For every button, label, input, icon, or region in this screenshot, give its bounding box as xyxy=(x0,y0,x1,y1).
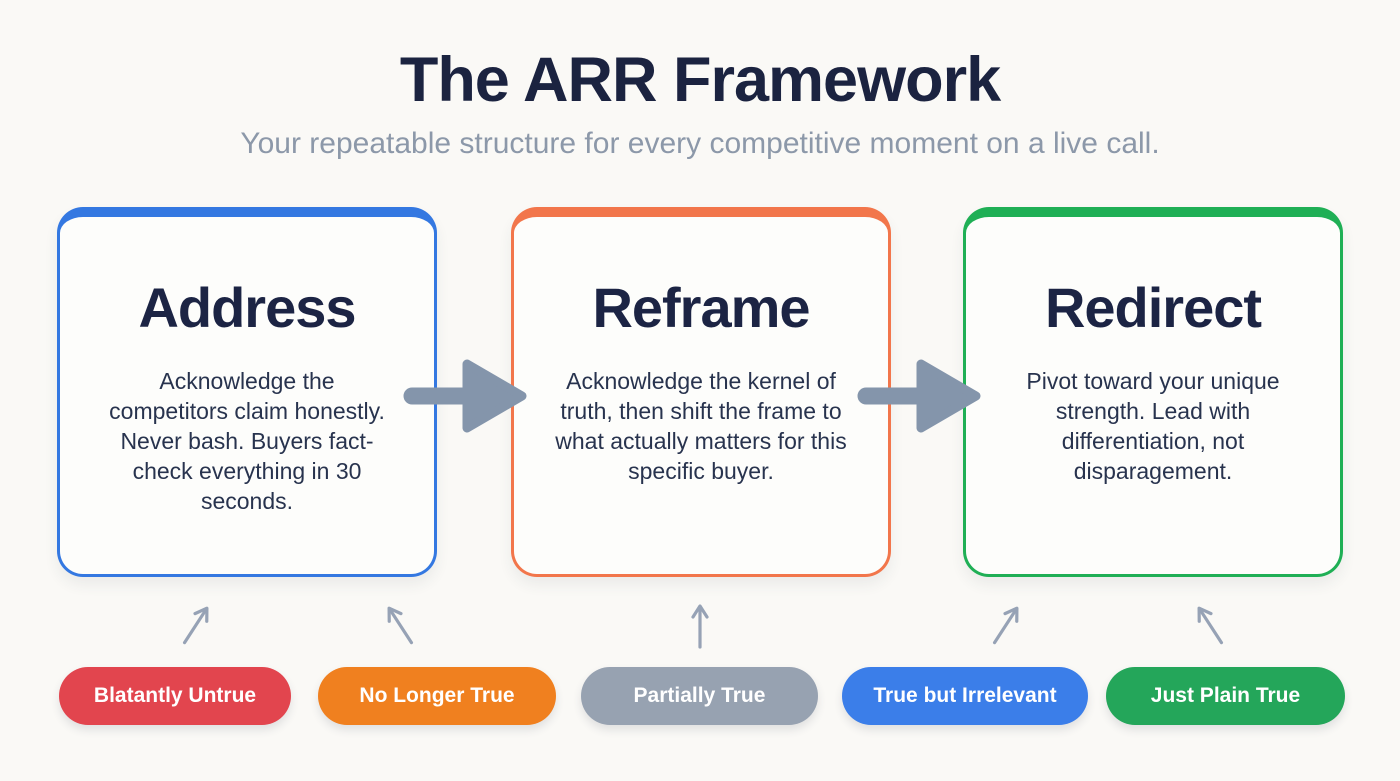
step-title: Reframe xyxy=(592,276,810,339)
step-title: Address xyxy=(138,276,356,339)
page-subtitle: Your repeatable structure for every comp… xyxy=(240,127,1160,160)
claim-label-text: No Longer True xyxy=(359,684,515,707)
claim-label-text: True but Irrelevant xyxy=(873,684,1057,707)
step-card-address: Address Acknowledge the competitors clai… xyxy=(57,207,437,577)
up-right-arrow-icon xyxy=(182,606,209,645)
step-title: Redirect xyxy=(1044,276,1262,339)
right-arrow-icon xyxy=(857,359,981,433)
claim-label-partially-true: Partially True xyxy=(581,667,818,725)
claim-label-blatantly-untrue: Blatantly Untrue xyxy=(59,667,291,725)
up-right-arrow-icon xyxy=(992,606,1019,645)
up-left-arrow-icon xyxy=(1197,606,1224,645)
step-description: Pivot toward your unique strength. Lead … xyxy=(1026,368,1280,484)
right-arrow-icon xyxy=(403,359,527,433)
step-description: Acknowledge the kernel of truth, then sh… xyxy=(555,368,847,484)
page-title: The ARR Framework xyxy=(399,45,1001,115)
claim-label-text: Blatantly Untrue xyxy=(93,684,257,707)
up-arrow-icon xyxy=(691,604,709,649)
claim-label-just-plain-true: Just Plain True xyxy=(1106,667,1345,725)
claim-label-text: Partially True xyxy=(633,684,766,707)
step-description: Acknowledge the competitors claim honest… xyxy=(109,368,385,514)
claim-label-text: Just Plain True xyxy=(1150,684,1301,707)
step-card-redirect: Redirect Pivot toward your unique streng… xyxy=(963,207,1343,577)
step-card-reframe: Reframe Acknowledge the kernel of truth,… xyxy=(511,207,891,577)
claim-label-no-longer-true: No Longer True xyxy=(318,667,556,725)
claim-label-true-but-irrelevant: True but Irrelevant xyxy=(842,667,1088,725)
up-left-arrow-icon xyxy=(387,606,414,645)
